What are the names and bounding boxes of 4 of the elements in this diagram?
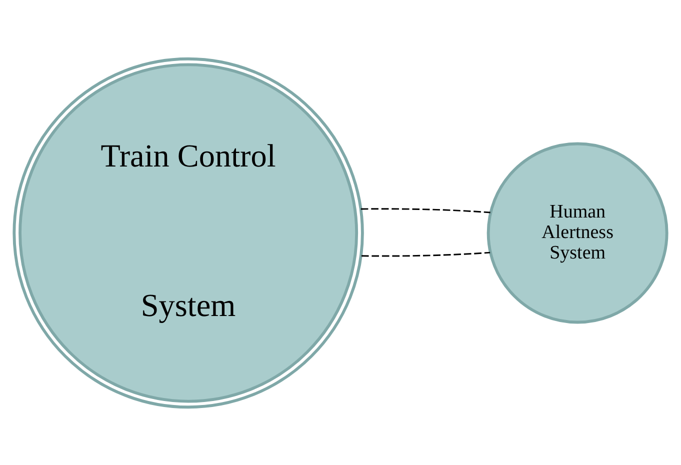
node-circle: Human Alertness System	[486, 142, 668, 324]
node-circle: Train Control System	[12, 56, 364, 408]
connector	[361, 251, 490, 256]
connector	[360, 208, 490, 213]
